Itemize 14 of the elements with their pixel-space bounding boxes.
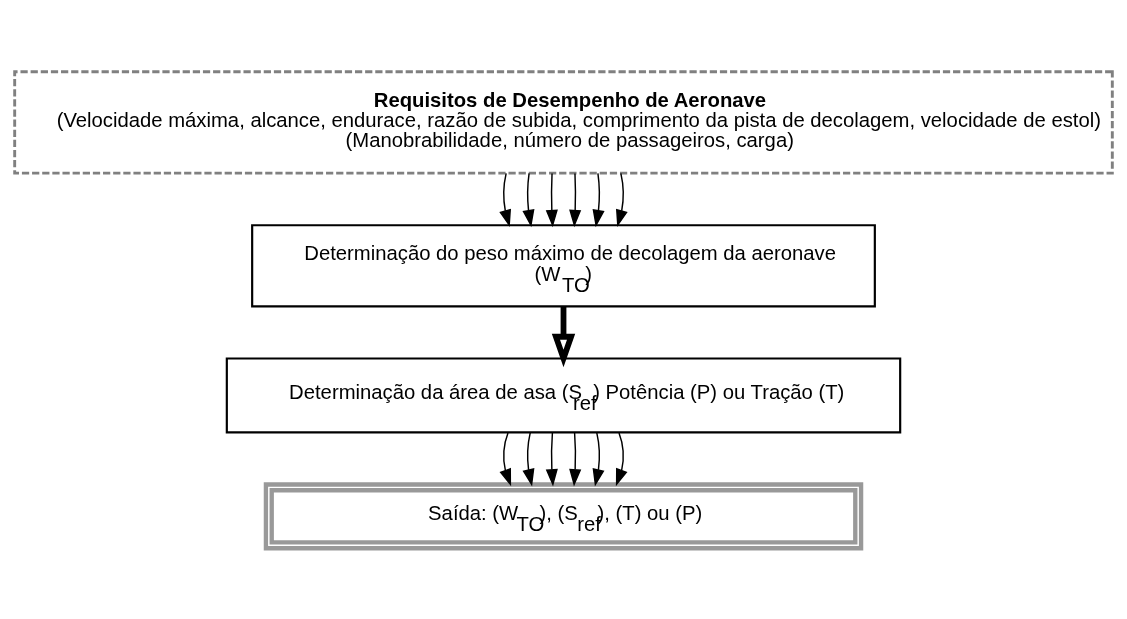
arrow: [551, 306, 576, 367]
arrow: [545, 431, 558, 486]
node-box: Requisitos de Desempenho de Aeronave (Velocidade máxima, alcance, endurace, razão de subida, comprimento da pista de decolagem, velocidade de estol) (Manobrabilidade, número de passageiros, carga): [13, 69, 1114, 175]
arrow: [545, 172, 558, 227]
arrow: [499, 172, 512, 227]
arrow: [522, 431, 535, 486]
arrow: [592, 431, 605, 486]
arrow: [615, 172, 628, 227]
arrow: [522, 172, 535, 227]
arrow: [569, 431, 582, 486]
arrow: [569, 172, 582, 227]
arrow: [615, 431, 628, 486]
arrow: [592, 172, 605, 227]
arrow: [499, 431, 512, 486]
